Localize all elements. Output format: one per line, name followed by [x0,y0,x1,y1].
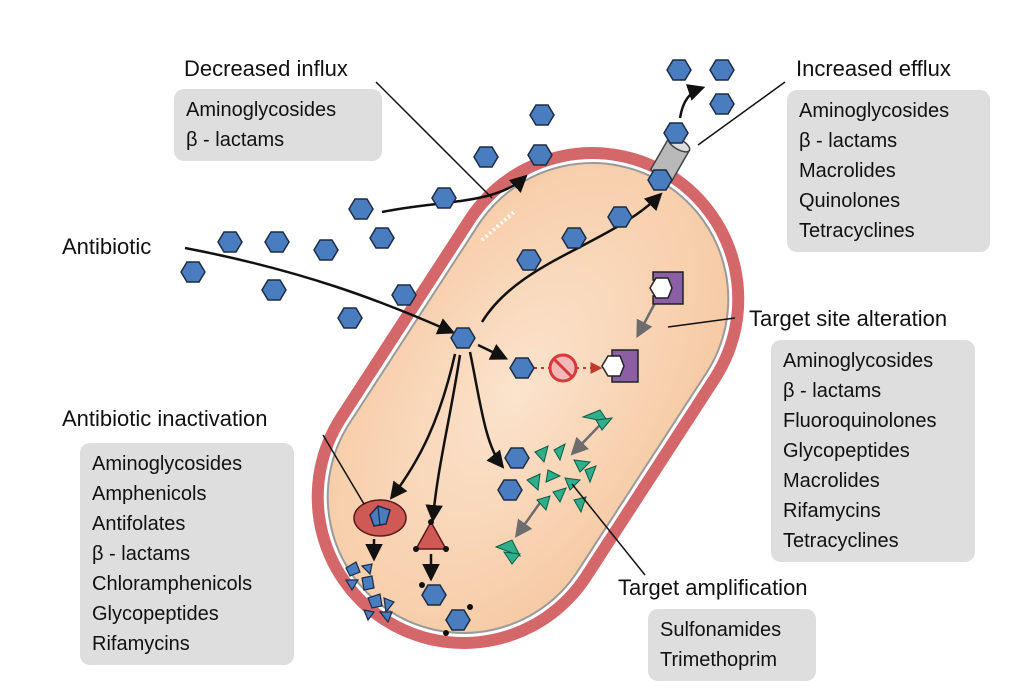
target-amplification-list: Sulfonamides Trimethoprim [648,609,816,681]
target-receptor-icon [601,271,684,383]
target-amplification-label: Target amplification [618,575,808,600]
list-item: Quinolones [799,190,901,212]
grey-arrows [514,302,657,538]
influx-arrow [381,174,528,214]
antibiotic-label: Antibiotic [62,234,152,259]
list-item: Aminoglycosides [186,99,337,121]
bacterial-cell [311,147,745,649]
list-item: Macrolides [799,160,896,182]
decreased-influx-label: Decreased influx [184,56,348,81]
efflux-external-arrow [678,84,706,119]
list-item: β - lactams [92,543,191,565]
modifying-enzyme-icon [413,519,449,552]
target-site-alteration-list: Aminoglycosides β - lactams Fluoroquinol… [771,340,975,562]
list-item: Glycopeptides [783,440,910,462]
modified-antibiotic-markers [419,582,473,636]
list-item: Amphenicols [92,483,207,505]
to-enzyme-arrow [389,353,457,500]
inhibition-symbol-icon [548,353,578,383]
reduced-porin [480,210,516,242]
target-site-alteration-label: Target site alteration [749,306,948,331]
list-item: β - lactams [799,130,898,152]
list-item: Glycopeptides [92,603,219,625]
list-item: β - lactams [783,380,882,402]
list-item: Rifamycins [92,633,190,655]
list-item: Macrolides [783,470,880,492]
efflux-internal-arrow [480,192,663,323]
list-item: Aminoglycosides [783,350,934,372]
list-item: Rifamycins [783,500,881,522]
increased-efflux-label: Increased efflux [796,56,951,81]
increased-efflux-list: Aminoglycosides β - lactams Macrolides Q… [787,90,990,252]
inactivating-enzyme-icon [353,499,407,537]
list-item: Tetracyclines [799,220,915,242]
list-item: Aminoglycosides [92,453,243,475]
list-item: Antifolates [92,513,186,535]
degraded-fragments [344,561,395,624]
pathway-arrows [184,84,706,582]
amplified-targets [494,409,614,565]
list-item: Tetracyclines [783,530,899,552]
to-target-arrow [477,343,509,360]
leader-lines [322,81,786,576]
list-item: Chloramphenicols [92,573,253,595]
antibiotic-inactivation-list: Aminoglycosides Amphenicols Antifolates … [80,443,294,665]
antibiotic-inactivation-label: Antibiotic inactivation [62,406,268,431]
to-amplification-arrow [468,351,505,469]
list-item: β - lactams [186,129,285,151]
antibiotic-arrow [184,246,456,335]
list-item: Trimethoprim [660,649,778,671]
list-item: Sulfonamides [660,619,782,641]
list-item: Aminoglycosides [799,100,950,122]
list-item: Fluoroquinolones [783,410,937,432]
decreased-influx-list: Aminoglycosides β - lactams [174,89,382,161]
to-modifier-arrow [425,354,462,523]
